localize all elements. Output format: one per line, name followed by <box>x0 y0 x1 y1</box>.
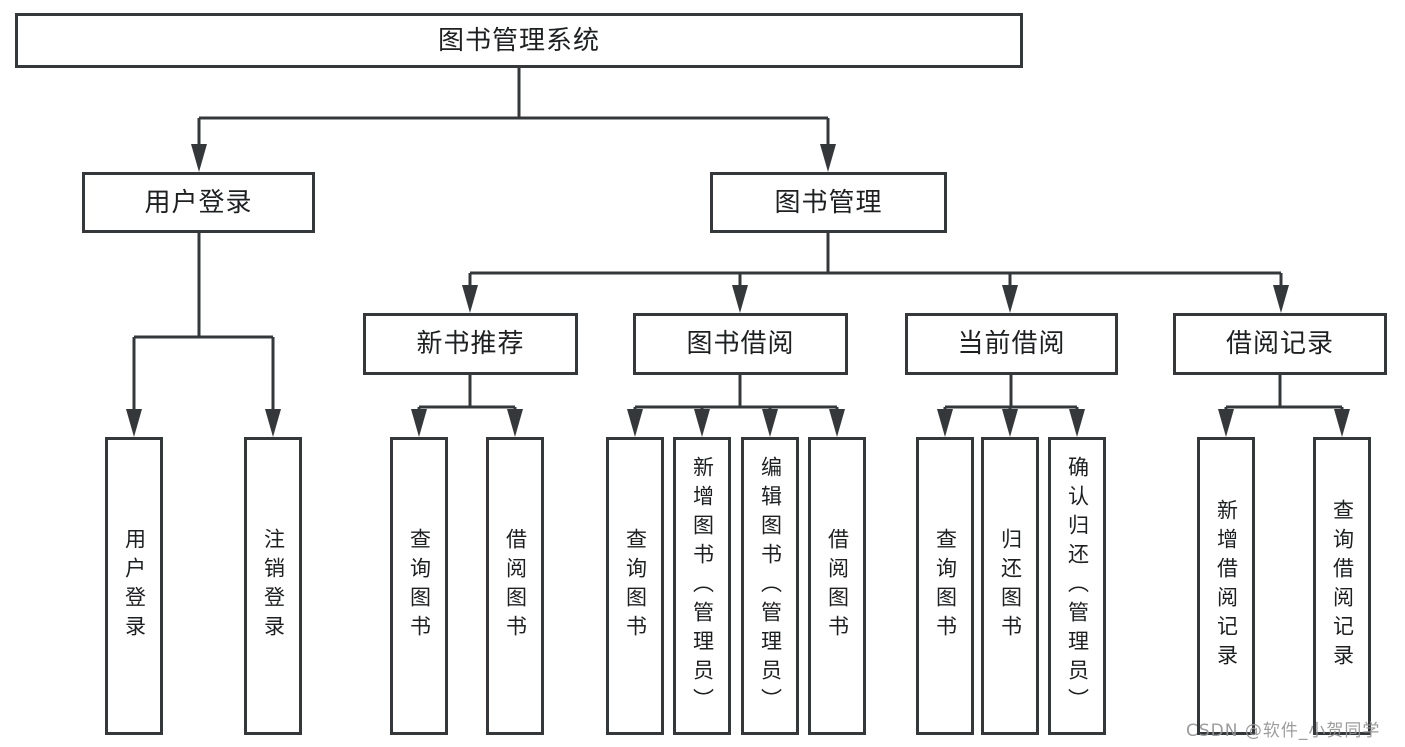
leaf-user-login: 用户登录 <box>105 437 163 735</box>
leaf-label: 查询借阅记录 <box>1330 499 1355 673</box>
leaf-query-borrow-record: 查询借阅记录 <box>1313 437 1371 735</box>
csdn-watermark: CSDN @软件_小贺同学 <box>1186 721 1381 741</box>
node-current-borrow: 当前借阅 <box>905 313 1118 375</box>
leaf-label: 归还图书 <box>998 528 1023 644</box>
node-book-borrow: 图书借阅 <box>633 313 848 375</box>
leaf-label: 借阅图书 <box>503 528 528 644</box>
leaf-label: 编辑图书（管理员） <box>758 455 783 717</box>
node-root-system: 图书管理系统 <box>15 13 1023 68</box>
leaf-query-books-current: 查询图书 <box>916 437 974 735</box>
leaf-edit-books-admin: 编辑图书（管理员） <box>741 437 799 735</box>
leaf-borrow-books-recommend: 借阅图书 <box>486 437 544 735</box>
leaf-query-books-recommend: 查询图书 <box>390 437 448 735</box>
leaf-label: 新增图书（管理员） <box>690 455 715 717</box>
node-new-book-recommend: 新书推荐 <box>363 313 578 375</box>
leaf-logout: 注销登录 <box>244 437 302 735</box>
leaf-add-books-admin: 新增图书（管理员） <box>673 437 731 735</box>
leaf-return-books: 归还图书 <box>981 437 1039 735</box>
node-book-management: 图书管理 <box>710 172 947 233</box>
leaf-label: 借阅图书 <box>825 528 850 644</box>
leaf-label: 新增借阅记录 <box>1214 499 1239 673</box>
leaf-label: 查询图书 <box>407 528 432 644</box>
leaf-add-borrow-record: 新增借阅记录 <box>1197 437 1255 735</box>
leaf-query-books-borrow: 查询图书 <box>606 437 664 735</box>
leaf-confirm-return-admin: 确认归还（管理员） <box>1048 437 1106 735</box>
leaf-label: 确认归还（管理员） <box>1065 455 1090 717</box>
leaf-label: 用户登录 <box>122 528 147 644</box>
leaf-label: 查询图书 <box>933 528 958 644</box>
leaf-label: 查询图书 <box>623 528 648 644</box>
node-borrow-records: 借阅记录 <box>1173 313 1387 375</box>
node-user-login: 用户登录 <box>82 172 315 233</box>
leaf-borrow-books: 借阅图书 <box>808 437 866 735</box>
leaf-label: 注销登录 <box>261 528 286 644</box>
